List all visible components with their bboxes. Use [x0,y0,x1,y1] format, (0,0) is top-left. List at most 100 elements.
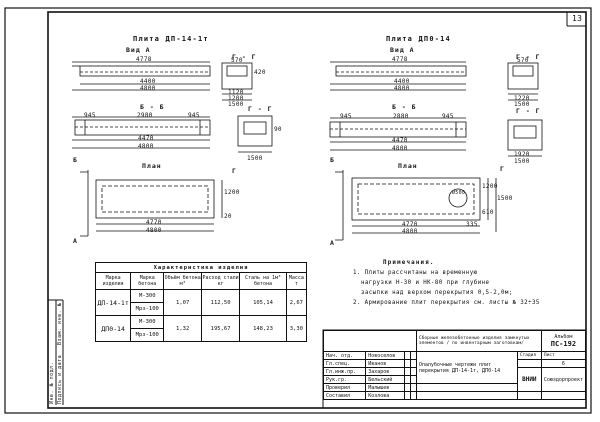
cell-steel-per-m3: 148,23 [239,315,287,342]
right-gg-width: 570 [517,57,529,64]
title-block: Сборные железобетонные изделия замкнутых… [322,330,587,400]
left-plan-label: План [142,162,162,170]
table-header: Объём бетона м³ [163,272,202,290]
note-line: 2. Армирование плит перекрытия см. листы… [353,300,540,306]
right-gg-label: Г - Г [516,53,541,61]
right-gg-1220: 1220 [514,95,530,102]
sheet-label: Лист [540,351,587,360]
left-bb-90: 90 [274,126,282,133]
table-row: ДП-14-1т М-300 1,07 112,50 105,14 2,67 [94,289,308,316]
right-section-bb [329,117,467,151]
left-bb-mid: 2980 [137,112,153,119]
right-bb-945a: 945 [340,113,352,120]
album-code: ПС-192 [550,340,577,348]
right-marker-a: А [330,239,335,247]
left-gg-width: 570 [231,57,243,64]
left-section-bb [72,116,211,149]
cell-mass: 3,30 [285,315,308,342]
role: Проверил [322,383,367,392]
right-marker-g: Г [500,165,505,173]
org-name: ВНИИ [516,367,542,392]
cell-steel: 195,67 [200,315,241,342]
left-section-right [237,115,273,153]
left-plan-4800: 4800 [146,227,162,234]
role: Рук.гр. [322,375,367,384]
album-label: Альбом [554,334,573,340]
signer-name: Захаров [365,367,405,376]
right-hole-label: Ø500 [452,190,466,196]
right-section-right [507,119,543,157]
note-line: засыпки над верхом перекрытия 0,5-2,0м; [361,290,513,296]
table-row: ДП0-14 М-300 1,32 195,67 148,23 3,30 [94,315,308,342]
role: Составил [322,391,367,400]
left-plan-4770: 4770 [146,219,162,226]
left-dim-top: 4778 [136,56,152,63]
sheet-number: 6 [540,359,587,368]
cell-mass: 2,67 [285,289,308,316]
right-dim-top: 4778 [392,56,408,63]
signer-name: Бельский [365,375,405,384]
table-header: Сталь на 1м³ бетона [239,272,287,290]
left-section-gg [221,62,253,101]
right-dim-bottom: 4800 [394,85,410,92]
table-header: Марка бетона [130,272,165,290]
left-dim-bottom: 4800 [140,85,156,92]
signer-name: Иванов [365,359,405,368]
right-gg2-label: Г - Г [516,107,541,115]
notes-block: Примечания. 1. Плиты рассчитаны на време… [353,258,563,308]
left-bb-1500: 1500 [247,155,263,162]
cell-concrete-frost: Мрз-100 [130,328,165,342]
notes-heading: Примечания. [383,260,435,266]
left-view-a-label: Вид А [126,46,151,54]
stage-label: Стадия [516,351,542,360]
right-bb-1500: 1500 [514,158,530,165]
left-panel-title: Плита ДП-14-1т [133,35,209,43]
right-plan-1200: 1200 [482,183,498,190]
right-panel-title: Плита ДП0-14 [386,35,451,43]
role: Нач. отд. [322,351,367,360]
cell-steel: 112,50 [200,289,241,316]
right-plan-4800: 4800 [402,228,418,235]
cell-mark: ДП0-14 [94,315,132,342]
cell-mark: ДП-14-1т [94,289,132,316]
cell-concrete-frost: Мрз-100 [130,302,165,316]
right-plan [335,170,497,241]
right-bb-label: Б - Б [392,103,417,111]
left-gg-1200: 1200 [228,95,244,102]
right-marker-b: Б [330,156,335,164]
cell-concrete: М-300 [130,289,165,303]
drawing-title: Опалубочные чертежи плит перекрытия ДП-1… [415,351,518,384]
album-title: Сборные железобетонные изделия замкнутых… [415,330,542,352]
right-gg-1500: 1500 [514,101,530,108]
right-view-a [330,61,467,91]
cell-steel-per-m3: 105,14 [239,289,287,316]
right-plan-4770: 4770 [402,221,418,228]
right-plan-1500: 1500 [497,195,513,202]
table-header: Марка изделия [94,272,132,290]
left-plan [80,170,223,237]
side-strip-label: Подпись и дата [57,354,63,404]
right-plan-610: 610 [482,209,494,216]
left-gg-420: 420 [254,69,266,76]
left-bb-945b: 945 [188,112,200,119]
right-bb-mid: 2880 [393,113,409,120]
table-header: Масса т [285,272,308,290]
left-plan-1200: 1200 [224,189,240,196]
right-dim-inner: 4400 [394,78,410,85]
left-view-a [72,61,211,91]
org-name-2: Союздорпроект [540,367,587,392]
right-bb-1920: 1920 [514,151,530,158]
left-gg-1500: 1500 [228,101,244,108]
right-bb-945b: 945 [442,113,454,120]
table-caption: Характеристика изделия [95,262,307,273]
left-bb-label: Б - Б [140,103,165,111]
characteristics-table: Характеристика изделия Марка изделия Мар… [94,262,308,342]
left-bb-4470: 4470 [138,135,154,142]
role: Гл.инж.пр. [322,367,367,376]
cell-volume: 1,32 [163,315,202,342]
left-bb-4800: 4800 [138,143,154,150]
left-plan-20: 20 [224,213,232,220]
right-view-a-label: Вид А [390,46,415,54]
right-section-gg [507,62,539,101]
